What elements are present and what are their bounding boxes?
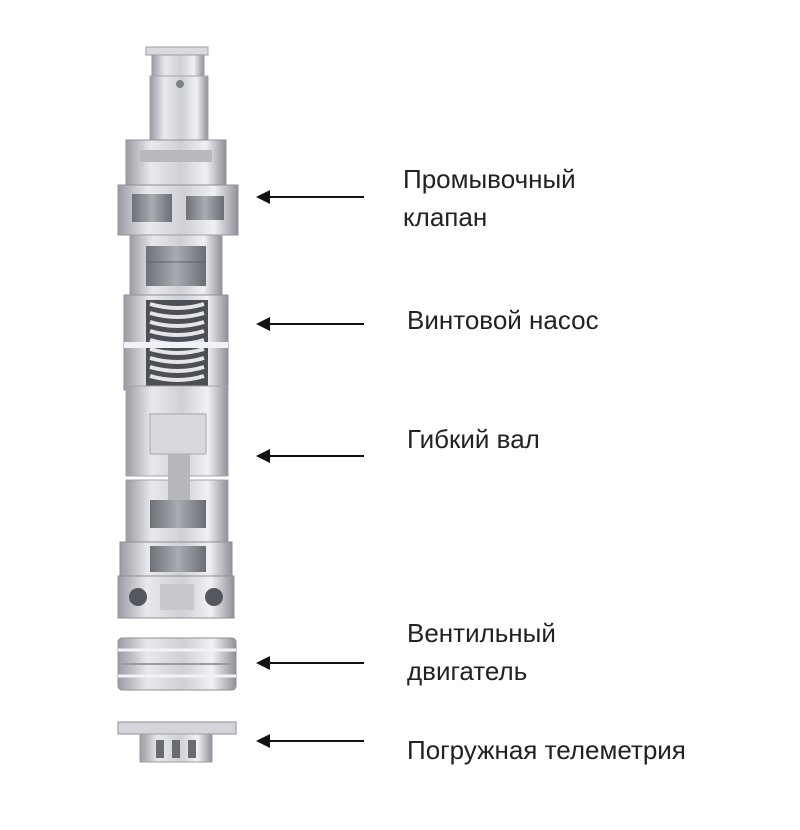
flush-valve-section	[118, 140, 238, 295]
label-flush-valve: Промывочный клапан	[403, 160, 576, 236]
label-line: клапан	[403, 198, 576, 236]
protector-section	[118, 542, 234, 618]
label-screw-pump: Винтовой насос	[407, 301, 599, 339]
label-line: Вентильный	[407, 614, 556, 652]
valve-motor-section	[118, 638, 236, 690]
label-flexible-shaft: Гибкий вал	[407, 420, 540, 458]
telemetry-section	[118, 722, 236, 762]
label-valve-motor: Вентильный двигатель	[407, 614, 556, 690]
label-line: двигатель	[407, 652, 556, 690]
label-downhole-telemetry: Погружная телеметрия	[407, 731, 686, 769]
arrow-left-icon	[256, 655, 364, 671]
label-line: Промывочный	[403, 160, 576, 198]
label-line: Погружная телеметрия	[407, 731, 686, 769]
arrow-left-icon	[256, 733, 364, 749]
label-line: Гибкий вал	[407, 420, 540, 458]
arrow-left-icon	[256, 316, 364, 332]
top-connector	[146, 47, 208, 140]
screw-pump-section	[124, 295, 228, 390]
arrow-left-icon	[256, 448, 364, 464]
flexible-shaft-section	[126, 386, 228, 542]
label-line: Винтовой насос	[407, 301, 599, 339]
arrow-left-icon	[256, 189, 364, 205]
